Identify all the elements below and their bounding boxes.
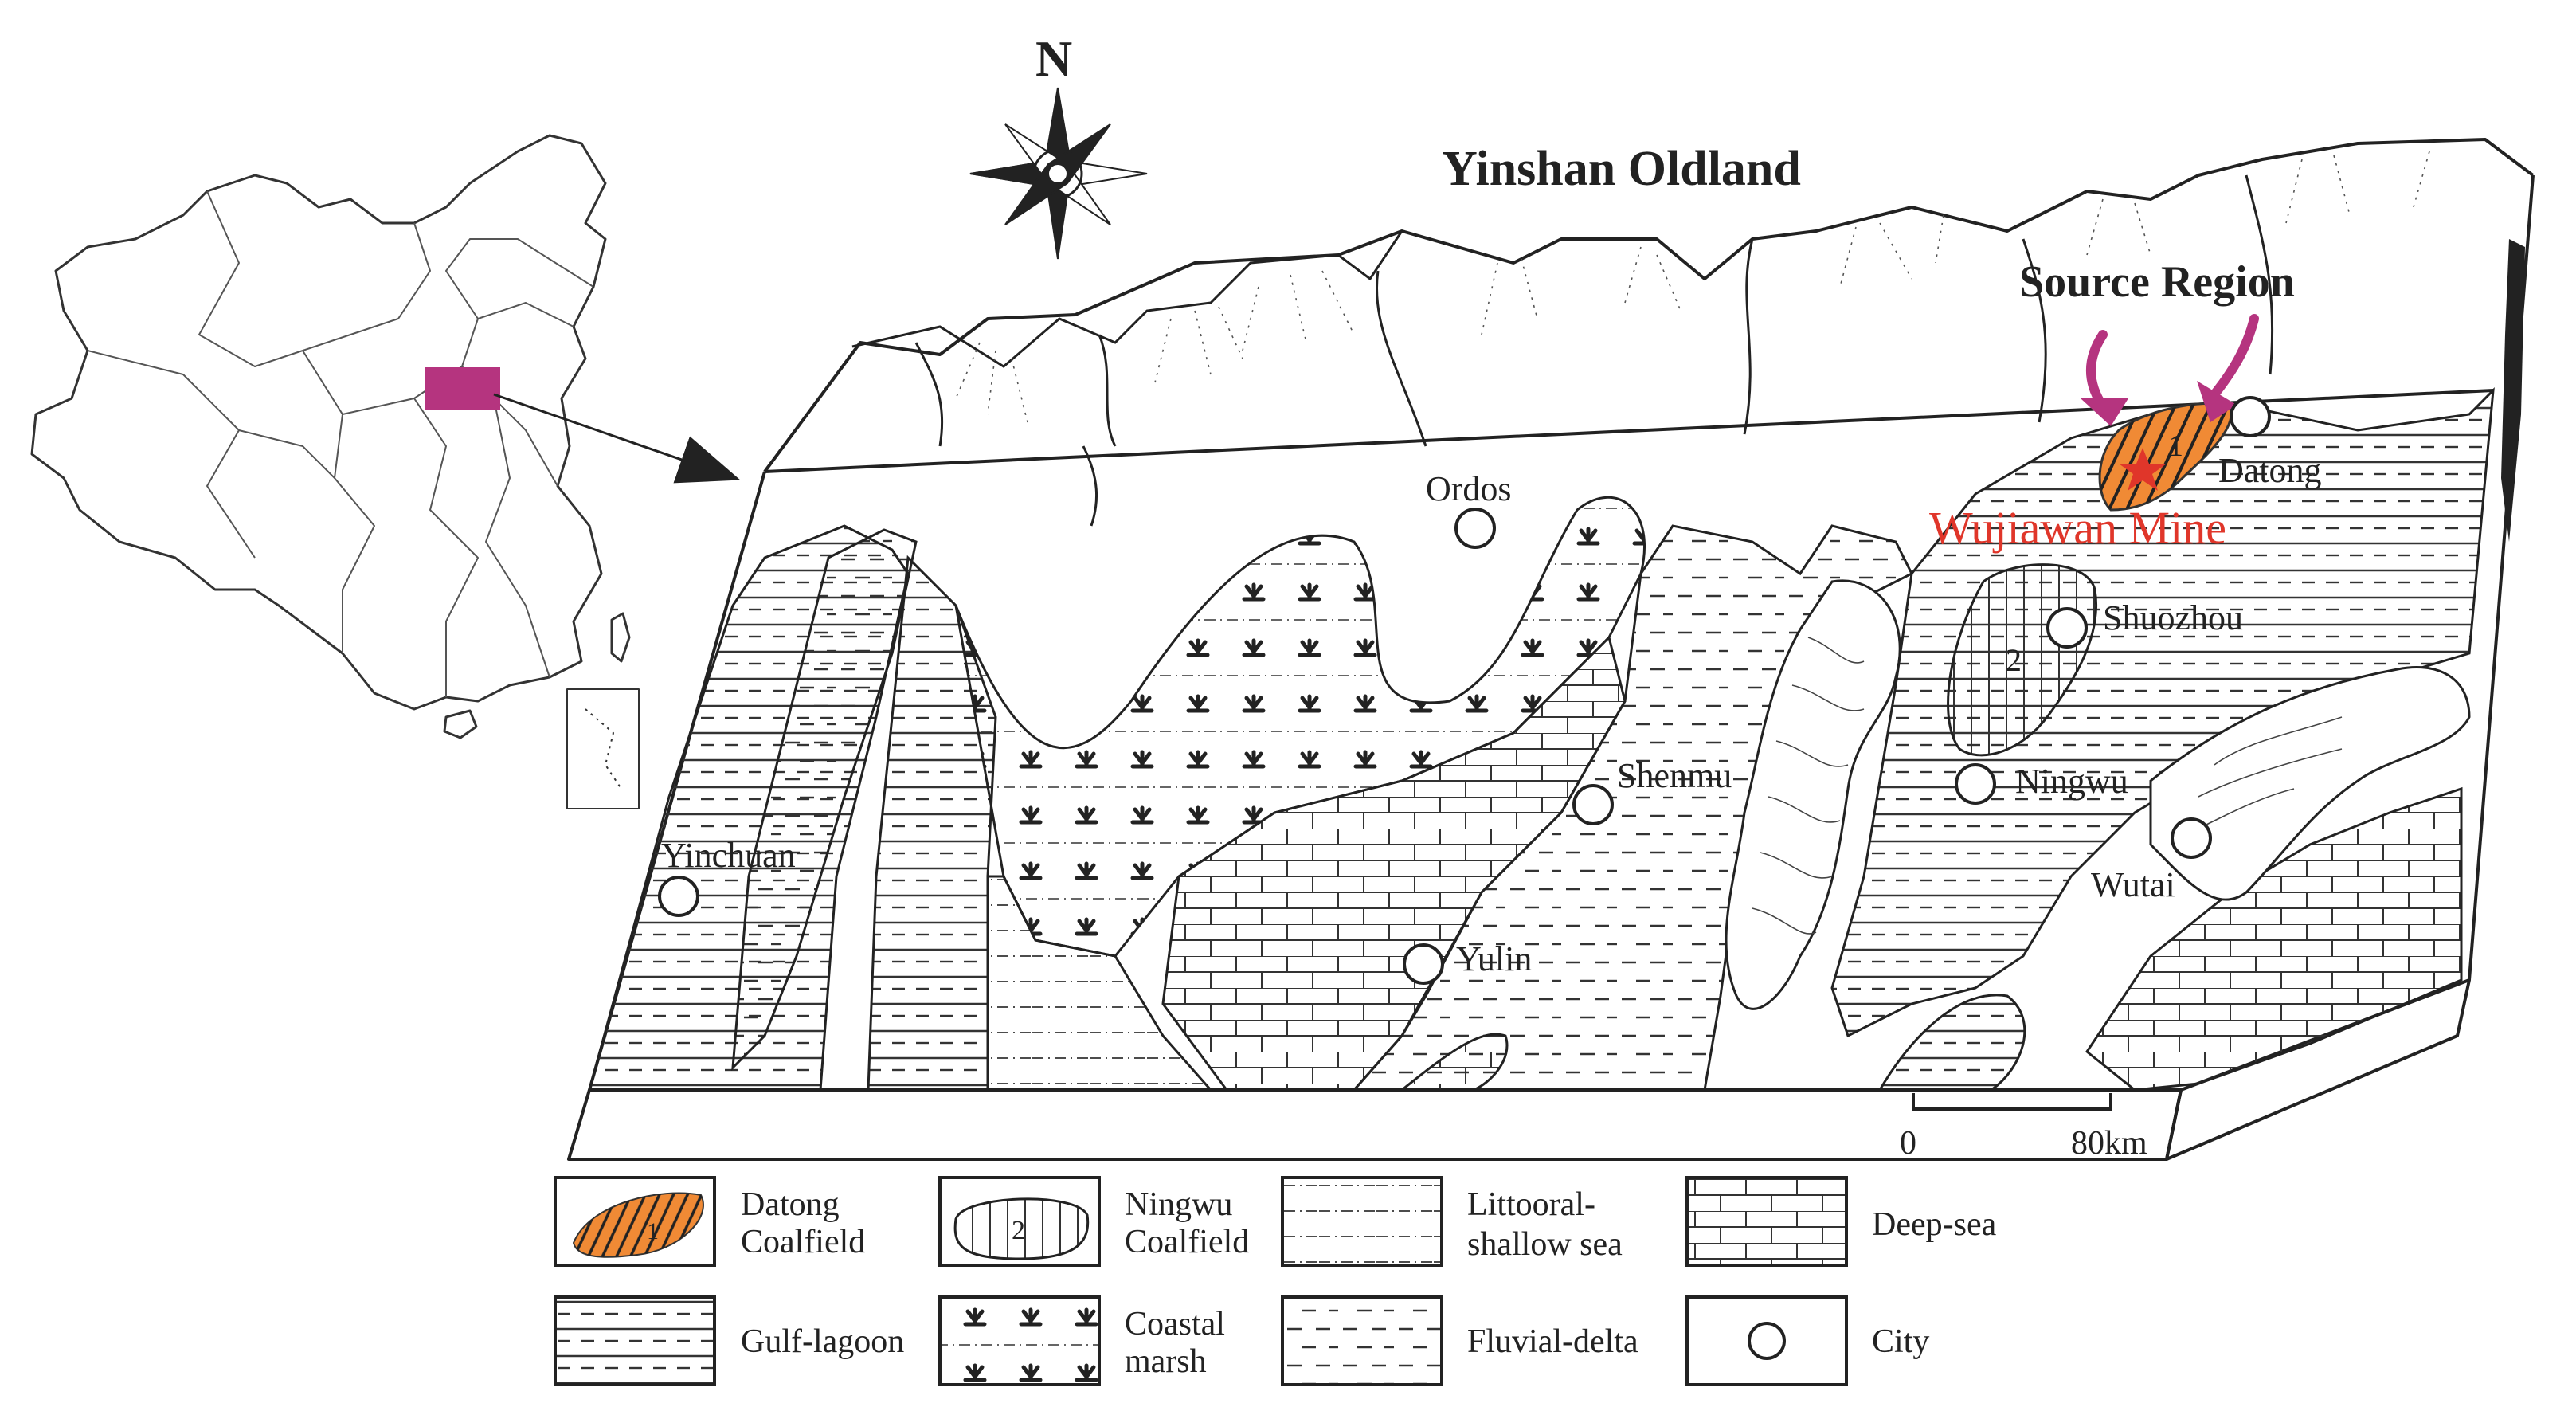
east-margin-wedge <box>2501 239 2525 542</box>
legend-swatch-gulf-lagoon <box>554 1295 716 1386</box>
mountain-slope-hachures <box>955 151 2430 423</box>
legend-swatch-coastal-marsh <box>938 1295 1101 1386</box>
wutai-delta <box>2149 666 2471 901</box>
scale-label-zero: 0 <box>1900 1125 1916 1162</box>
city-label-yinchuan: Yinchuan <box>661 836 796 875</box>
legend-label-ningwu-line2: Coalfield <box>1125 1224 1249 1260</box>
city-markers <box>658 396 2271 985</box>
coastal-marsh-zone <box>954 496 1646 958</box>
south-china-sea-inset <box>566 688 640 809</box>
yinshan-oldland-mountains <box>851 174 2274 527</box>
datong-coalfield-number: 1 <box>2168 429 2183 463</box>
legend-swatch-number-datong: 1 <box>647 1218 659 1244</box>
legend-label-datong-line2: Coalfield <box>741 1224 865 1260</box>
legend-swatch-littoral-shallow-sea <box>1281 1176 1443 1267</box>
city-label-ordos: Ordos <box>1426 469 1512 508</box>
legend-swatch-deep-sea <box>1685 1176 1848 1267</box>
legend-label-coastal-line1: Coastal <box>1125 1306 1225 1342</box>
front-face <box>567 1089 2183 1161</box>
legend-swatch-fluvial-delta <box>1281 1295 1443 1386</box>
legend-label-datong-line1: Datong <box>741 1186 840 1223</box>
legend-label-deep-sea: Deep-sea <box>1872 1206 1997 1243</box>
city-label-yulin: Yulin <box>1456 939 1532 978</box>
locator-arrow <box>493 393 741 484</box>
source-arrow-head-right <box>2197 381 2237 422</box>
delta-lobe-hachures <box>1752 637 1865 935</box>
legend-label-fluvial-delta: Fluvial-delta <box>1467 1323 1638 1360</box>
city-label-ningwu: Ningwu <box>2015 762 2128 801</box>
wutai-hachures <box>2198 716 2343 829</box>
source-arrow-head-left <box>2081 398 2128 426</box>
city-label-shenmu: Shenmu <box>1617 756 1732 795</box>
right-side-face <box>2165 979 2471 1161</box>
legend: 1 2 Datong Coalfield Ningwu Coalfield Li… <box>554 1176 1997 1386</box>
scale-label-end: 80km <box>2071 1125 2147 1162</box>
legend-label-gulf-lagoon: Gulf-lagoon <box>741 1323 904 1360</box>
city-label-datong: Datong <box>2218 451 2322 490</box>
city-label-wutai: Wutai <box>2091 865 2175 904</box>
deep-sea-east <box>2085 786 2463 1092</box>
gulf-lagoon-lens <box>1877 994 2026 1092</box>
north-arrow-compass <box>969 87 1148 260</box>
deep-sea-lens <box>1398 1033 1509 1092</box>
taiwan-outline <box>610 612 631 663</box>
source-region-title: Source Region <box>2019 257 2295 307</box>
city-label-shuozhou: Shuozhou <box>2103 598 2243 637</box>
north-label: N <box>1035 30 1072 87</box>
source-arrows <box>2086 314 2259 411</box>
hainan-outline <box>443 709 478 739</box>
yinshan-oldland-title: Yinshan Oldland <box>1442 142 1801 196</box>
china-locator-map <box>30 134 640 809</box>
legend-label-littoral-line1: Littooral- <box>1467 1186 1595 1223</box>
ningwu-coalfield-number: 2 <box>2006 642 2022 678</box>
study-area-locator-box <box>425 367 500 410</box>
fluvial-delta-west <box>731 528 918 1071</box>
wujiawan-mine-label: Wujiawan Mine <box>1929 502 2226 554</box>
legend-label-ningwu-line1: Ningwu <box>1125 1186 1232 1223</box>
china-outline <box>30 134 607 711</box>
legend-label-coastal-line2: marsh <box>1125 1343 1207 1380</box>
legend-label-littoral-line2: shallow sea <box>1467 1226 1623 1263</box>
legend-swatch-number-ningwu: 2 <box>1012 1216 1025 1245</box>
legend-label-city: City <box>1872 1323 1929 1360</box>
littoral-shallow-sea-zone <box>986 875 1214 1092</box>
scale-bar <box>1912 1093 2112 1111</box>
mine-star-icon <box>2119 448 2167 491</box>
